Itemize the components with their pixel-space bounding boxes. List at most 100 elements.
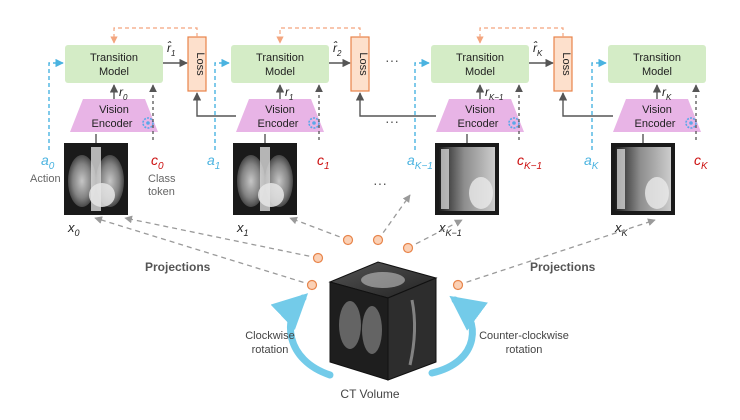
projections-right-label: Projections [530,260,596,274]
xray-image [435,143,499,215]
transition-model-box [65,45,163,83]
gear-icon-hub [512,121,516,125]
vision-encoder-box [70,99,158,132]
cube-side-structure [408,299,417,366]
transition-model-label-2: Model [265,66,295,78]
loss-feedback-arrow [110,27,198,44]
action-label-1: a1 [207,152,220,172]
heart [89,183,115,207]
action-arrow [591,58,607,150]
action-label-3: aK [584,152,600,172]
lung-left [68,155,96,207]
projections-left-label: Projections [145,260,211,274]
vision-encoder-box [613,99,701,132]
r-label: r1 [285,85,293,102]
transition-model-label-1: Transition [456,52,504,64]
projection-arrow-3 [407,219,463,249]
loss-0: Loss [110,27,236,117]
cube-lung-left [339,301,361,349]
lung-left [237,155,265,207]
clockwise-text-2: rotation [252,344,289,356]
xray-image [64,143,128,215]
transition-model-label-2: Model [99,66,129,78]
xray-image [611,143,675,215]
x-label-3: xK [614,220,629,238]
class-token-label-3: cK [694,152,709,172]
loss-label: Loss [560,52,572,76]
gear-icon [142,117,154,129]
ellipsis-2: ··· [373,175,387,191]
cube-lung-right [362,306,382,354]
action-arrow [414,58,430,150]
action-text: Action [30,173,61,185]
ellipsis-0: ··· [385,52,399,68]
vision-encoder-label-1: Vision [465,104,495,116]
loss-label: Loss [194,52,206,76]
projection-point-3 [402,242,414,254]
transition-model-box [431,45,529,83]
vision-encoder-label-2: Encoder [458,118,499,130]
class-token-label-1: c1 [317,152,330,172]
rhat-label: r̂K [533,40,543,58]
transition-model-label-1: Transition [90,52,138,64]
lateral-spine [441,149,449,209]
rhat-label: r̂1 [167,40,175,58]
loss-2: Loss [476,27,613,117]
projection-arrow-2 [377,194,411,241]
x-label-0: x0 [67,220,80,238]
cube-side [387,277,437,381]
projection-point-0 [312,252,324,264]
encoder-to-loss-arrow [558,92,613,117]
gear-icon [685,117,697,129]
xray-image [233,143,297,215]
x-label-2: xK−1 [438,220,462,238]
loss-label: Loss [357,52,369,76]
action-label-0: a0 [41,152,55,172]
rhat-label: r̂2 [333,40,342,58]
r-label: rK−1 [485,85,503,102]
class-token-text-2: token [148,186,175,198]
transition-model-label-2: Model [465,66,495,78]
transition-model-label-1: Transition [256,52,304,64]
vision-encoder-label-1: Vision [642,104,672,116]
action-arrow [48,58,64,150]
spine [91,147,101,211]
x-label-1: x1 [236,220,249,238]
class-token-label-2: cK−1 [517,152,542,172]
ct-volume-cube [328,261,438,381]
class-token-text-1: Class [148,173,176,185]
encoder-to-loss-arrow [192,92,236,117]
vision-encoder-label-2: Encoder [92,118,133,130]
spine [260,147,270,211]
projection-arrow-0 [124,215,319,259]
r-label: rK [662,85,672,102]
loss-feedback-arrow [476,27,564,44]
gear-icon [508,117,520,129]
lateral-heart [469,177,493,209]
loss-feedback-arrow [276,27,361,44]
vision-encoder-label-1: Vision [99,104,129,116]
transition-model-label-2: Model [642,66,672,78]
transition-model-label-1: Transition [633,52,681,64]
projection-point-4 [452,279,464,291]
vision-encoder-label-2: Encoder [258,118,299,130]
gear-icon-hub [689,121,693,125]
heart [258,183,284,207]
projection-point-1 [342,234,354,246]
clockwise-arrow [270,293,334,379]
counter-clockwise-text-1: Counter-clockwise [479,330,569,342]
projection-point-2 [372,234,384,246]
vision-encoder-label-1: Vision [265,104,295,116]
action-arrow [214,58,230,150]
transition-model-box [231,45,329,83]
vision-encoder-box [236,99,324,132]
vision-encoder-label-2: Encoder [635,118,676,130]
projection-arrow-1 [289,216,349,241]
gear-icon-hub [312,121,316,125]
class-token-label-0: c0 [151,152,164,172]
counter-clockwise-text-2: rotation [506,344,543,356]
